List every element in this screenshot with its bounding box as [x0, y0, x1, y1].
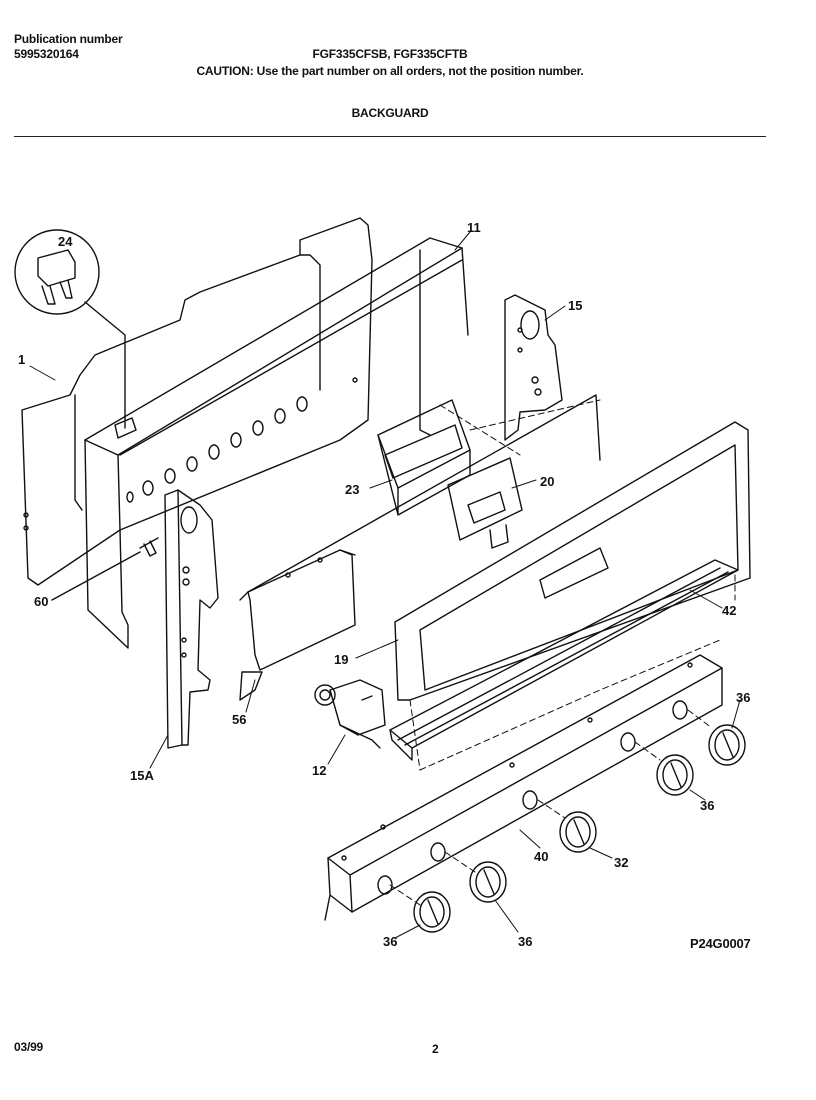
callout-20: 20	[540, 474, 554, 489]
knob-32-center	[559, 811, 597, 853]
callout-40: 40	[534, 849, 548, 864]
knob-36-far-right	[708, 724, 746, 766]
callout-15a: 15A	[130, 768, 154, 783]
page-number: 2	[432, 1042, 439, 1056]
caution-note: CAUTION: Use the part number on all orde…	[196, 64, 584, 78]
callout-36-front-left: 36	[383, 934, 397, 949]
part-23-clock-bracket	[377, 399, 471, 516]
section-title: BACKGUARD	[351, 106, 429, 120]
header-divider	[14, 136, 766, 137]
part-20-clock	[447, 457, 523, 549]
callout-36-right: 36	[700, 798, 714, 813]
callout-12: 12	[312, 763, 326, 778]
part-40-manifold-panel	[324, 654, 723, 921]
callout-23: 23	[345, 482, 359, 497]
callout-15: 15	[568, 298, 582, 313]
publication-block: Publication number 5995320164	[14, 32, 123, 62]
part-15a-side-bracket-left	[164, 489, 219, 749]
callout-labels: 1 11 12 15 15A 19 20 23 24 32 36 36 36 3…	[18, 220, 750, 949]
knob-36-right	[656, 754, 694, 796]
callout-56: 56	[232, 712, 246, 727]
callout-32: 32	[614, 855, 628, 870]
part-11-backguard-body	[84, 237, 469, 649]
knob-36-front-left	[413, 891, 451, 933]
part-12-thermostat	[314, 679, 386, 749]
callout-11: 11	[467, 220, 481, 235]
part-56-lower-cover	[239, 394, 601, 701]
callout-1: 1	[18, 352, 25, 367]
leader-lines	[29, 231, 741, 939]
footer-date: 03/99	[14, 1040, 44, 1054]
callout-36-far-right: 36	[736, 690, 750, 705]
callout-60: 60	[34, 594, 48, 609]
callout-42: 42	[722, 603, 736, 618]
callout-19: 19	[334, 652, 348, 667]
publication-label: Publication number	[14, 32, 123, 46]
part-15-side-bracket-right	[504, 294, 563, 441]
knob-36-front-center	[469, 861, 507, 903]
part-19-control-panel	[394, 421, 751, 701]
part-24-switch-inset	[14, 229, 126, 429]
assembly-guide-lines	[389, 399, 736, 906]
callout-24: 24	[58, 234, 73, 249]
part-1-rear-panel	[21, 217, 373, 586]
part-42-trim	[389, 559, 739, 761]
publication-number: 5995320164	[14, 47, 79, 61]
drawing-code: P24G0007	[690, 936, 751, 951]
model-numbers: FGF335CFSB, FGF335CFTB	[312, 47, 468, 61]
part-60-screw	[51, 537, 159, 601]
callout-36-front-center: 36	[518, 934, 532, 949]
